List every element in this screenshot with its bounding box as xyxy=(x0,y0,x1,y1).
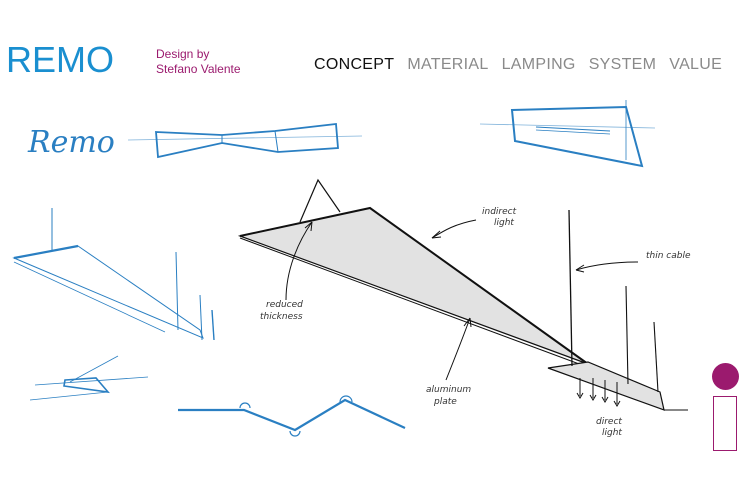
remo-logo[interactable]: REMO xyxy=(6,39,114,80)
slide-indicator-rect[interactable] xyxy=(713,396,737,451)
designer-name: Stefano Valente xyxy=(156,62,241,76)
label-direct-light: light xyxy=(602,428,622,438)
sketch-section-bottom xyxy=(178,395,406,437)
label-indirect: indirect xyxy=(482,207,517,217)
main-nav: CONCEPT MATERIAL LAMPING SYSTEM VALUE xyxy=(314,56,722,74)
nav-concept[interactable]: CONCEPT xyxy=(314,56,395,73)
label-thickness: thickness xyxy=(260,312,303,322)
design-by-label: Design by xyxy=(156,47,210,61)
sketch-perspective-top xyxy=(479,100,656,168)
label-reduced: reduced xyxy=(266,300,303,310)
nav-material[interactable]: MATERIAL xyxy=(407,56,489,73)
sketch-detail-left xyxy=(29,355,149,401)
sketch-profile-top xyxy=(127,123,363,159)
nav-value[interactable]: VALUE xyxy=(669,56,723,73)
sketch-main-lamp: indirect light thin cable reduced thickn… xyxy=(237,178,691,438)
slide-indicator-dot[interactable] xyxy=(712,363,739,390)
label-direct: direct xyxy=(596,417,622,427)
designer-credit: Design by Stefano Valente xyxy=(156,47,241,77)
label-indirect-light: light xyxy=(494,218,514,228)
signature: Remo xyxy=(27,125,115,160)
label-plate: plate xyxy=(433,397,457,407)
label-thin-cable: thin cable xyxy=(646,251,691,261)
nav-system[interactable]: SYSTEM xyxy=(588,56,657,73)
label-aluminum: aluminum xyxy=(426,385,471,395)
sketch-pendant-left xyxy=(12,208,215,341)
nav-lamping[interactable]: LAMPING xyxy=(501,56,576,73)
